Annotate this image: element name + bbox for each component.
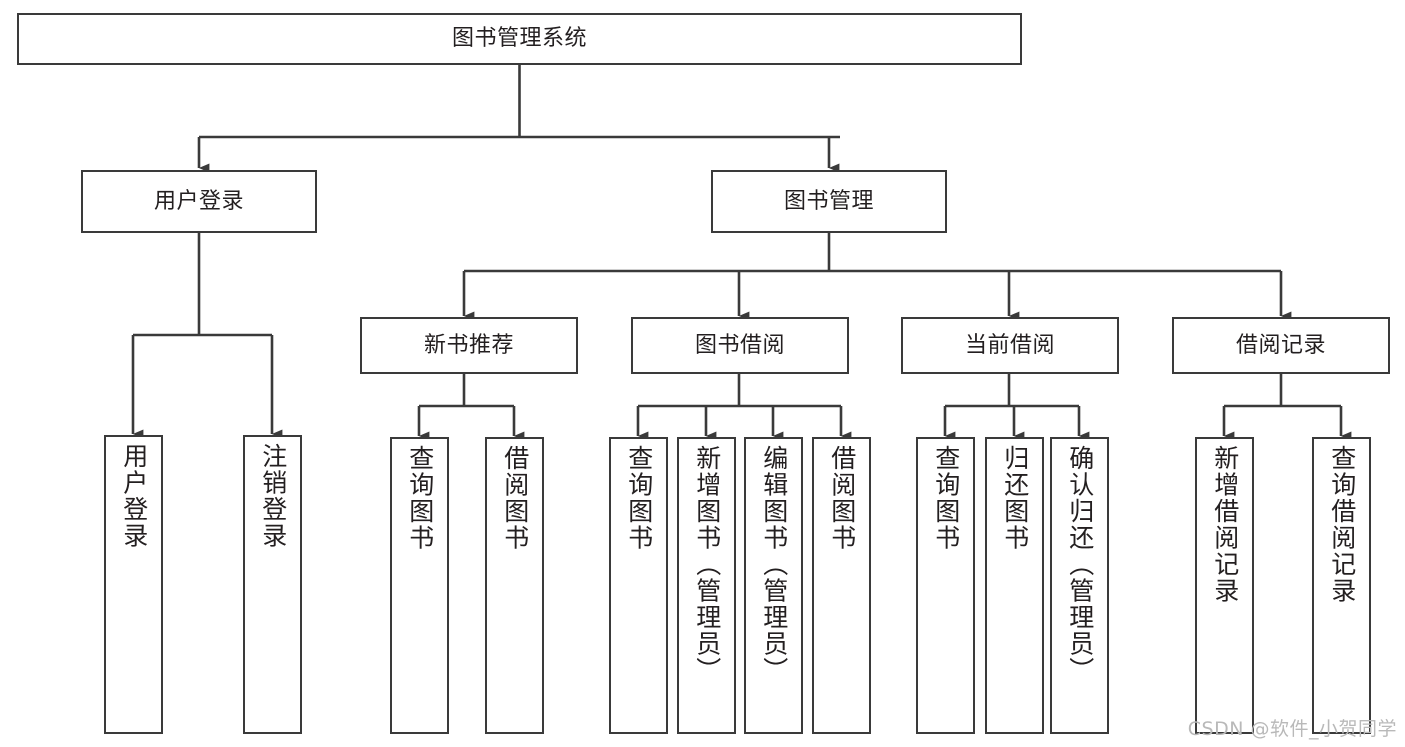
node-user-login-label: 用户登录 (153, 188, 244, 214)
leaf-label: 归还图书 (1000, 445, 1030, 551)
watermark-text: CSDN @软件_小贺同学 (1187, 718, 1397, 740)
node-book-borrow-label: 图书借阅 (694, 332, 785, 358)
leaf-label: 查询图书 (624, 445, 654, 551)
leaf-label: 新增图书（管理员） (692, 445, 722, 684)
leaf-label: 用户登录 (119, 443, 149, 549)
node-new-book-recommend-label: 新书推荐 (423, 332, 514, 358)
leaf-current-borrow-1[interactable]: 查询图书 (916, 437, 975, 734)
leaf-book-borrow-2[interactable]: 新增图书（管理员） (677, 437, 736, 734)
leaf-book-borrow-3[interactable]: 编辑图书（管理员） (744, 437, 803, 734)
leaf-book-borrow-1[interactable]: 查询图书 (609, 437, 668, 734)
leaf-user-login-2[interactable]: 注销登录 (243, 435, 302, 734)
leaf-label: 注销登录 (258, 443, 288, 549)
leaf-label: 确认归还（管理员） (1065, 445, 1095, 684)
node-book-management[interactable]: 图书管理 (711, 170, 947, 233)
node-borrow-record-label: 借阅记录 (1235, 332, 1326, 358)
leaf-new-book-recommend-2[interactable]: 借阅图书 (485, 437, 544, 734)
leaf-borrow-record-2[interactable]: 查询借阅记录 (1312, 437, 1371, 734)
leaf-current-borrow-2[interactable]: 归还图书 (985, 437, 1044, 734)
node-book-management-label: 图书管理 (783, 188, 874, 214)
node-current-borrow[interactable]: 当前借阅 (901, 317, 1119, 374)
node-borrow-record[interactable]: 借阅记录 (1172, 317, 1390, 374)
leaf-current-borrow-3[interactable]: 确认归还（管理员） (1050, 437, 1109, 734)
node-root[interactable]: 图书管理系统 (17, 13, 1022, 65)
leaf-label: 借阅图书 (827, 445, 857, 551)
leaf-user-login-1[interactable]: 用户登录 (104, 435, 163, 734)
node-current-borrow-label: 当前借阅 (964, 332, 1055, 358)
leaf-label: 查询图书 (931, 445, 961, 551)
node-book-borrow[interactable]: 图书借阅 (631, 317, 849, 374)
leaf-borrow-record-1[interactable]: 新增借阅记录 (1195, 437, 1254, 734)
node-root-label: 图书管理系统 (451, 26, 587, 51)
node-new-book-recommend[interactable]: 新书推荐 (360, 317, 578, 374)
leaf-label: 新增借阅记录 (1210, 445, 1240, 604)
leaf-book-borrow-4[interactable]: 借阅图书 (812, 437, 871, 734)
leaf-label: 编辑图书（管理员） (759, 445, 789, 684)
leaf-label: 查询借阅记录 (1327, 445, 1357, 604)
leaf-label: 查询图书 (405, 445, 435, 551)
leaf-label: 借阅图书 (500, 445, 530, 551)
leaf-new-book-recommend-1[interactable]: 查询图书 (390, 437, 449, 734)
node-user-login[interactable]: 用户登录 (81, 170, 317, 233)
